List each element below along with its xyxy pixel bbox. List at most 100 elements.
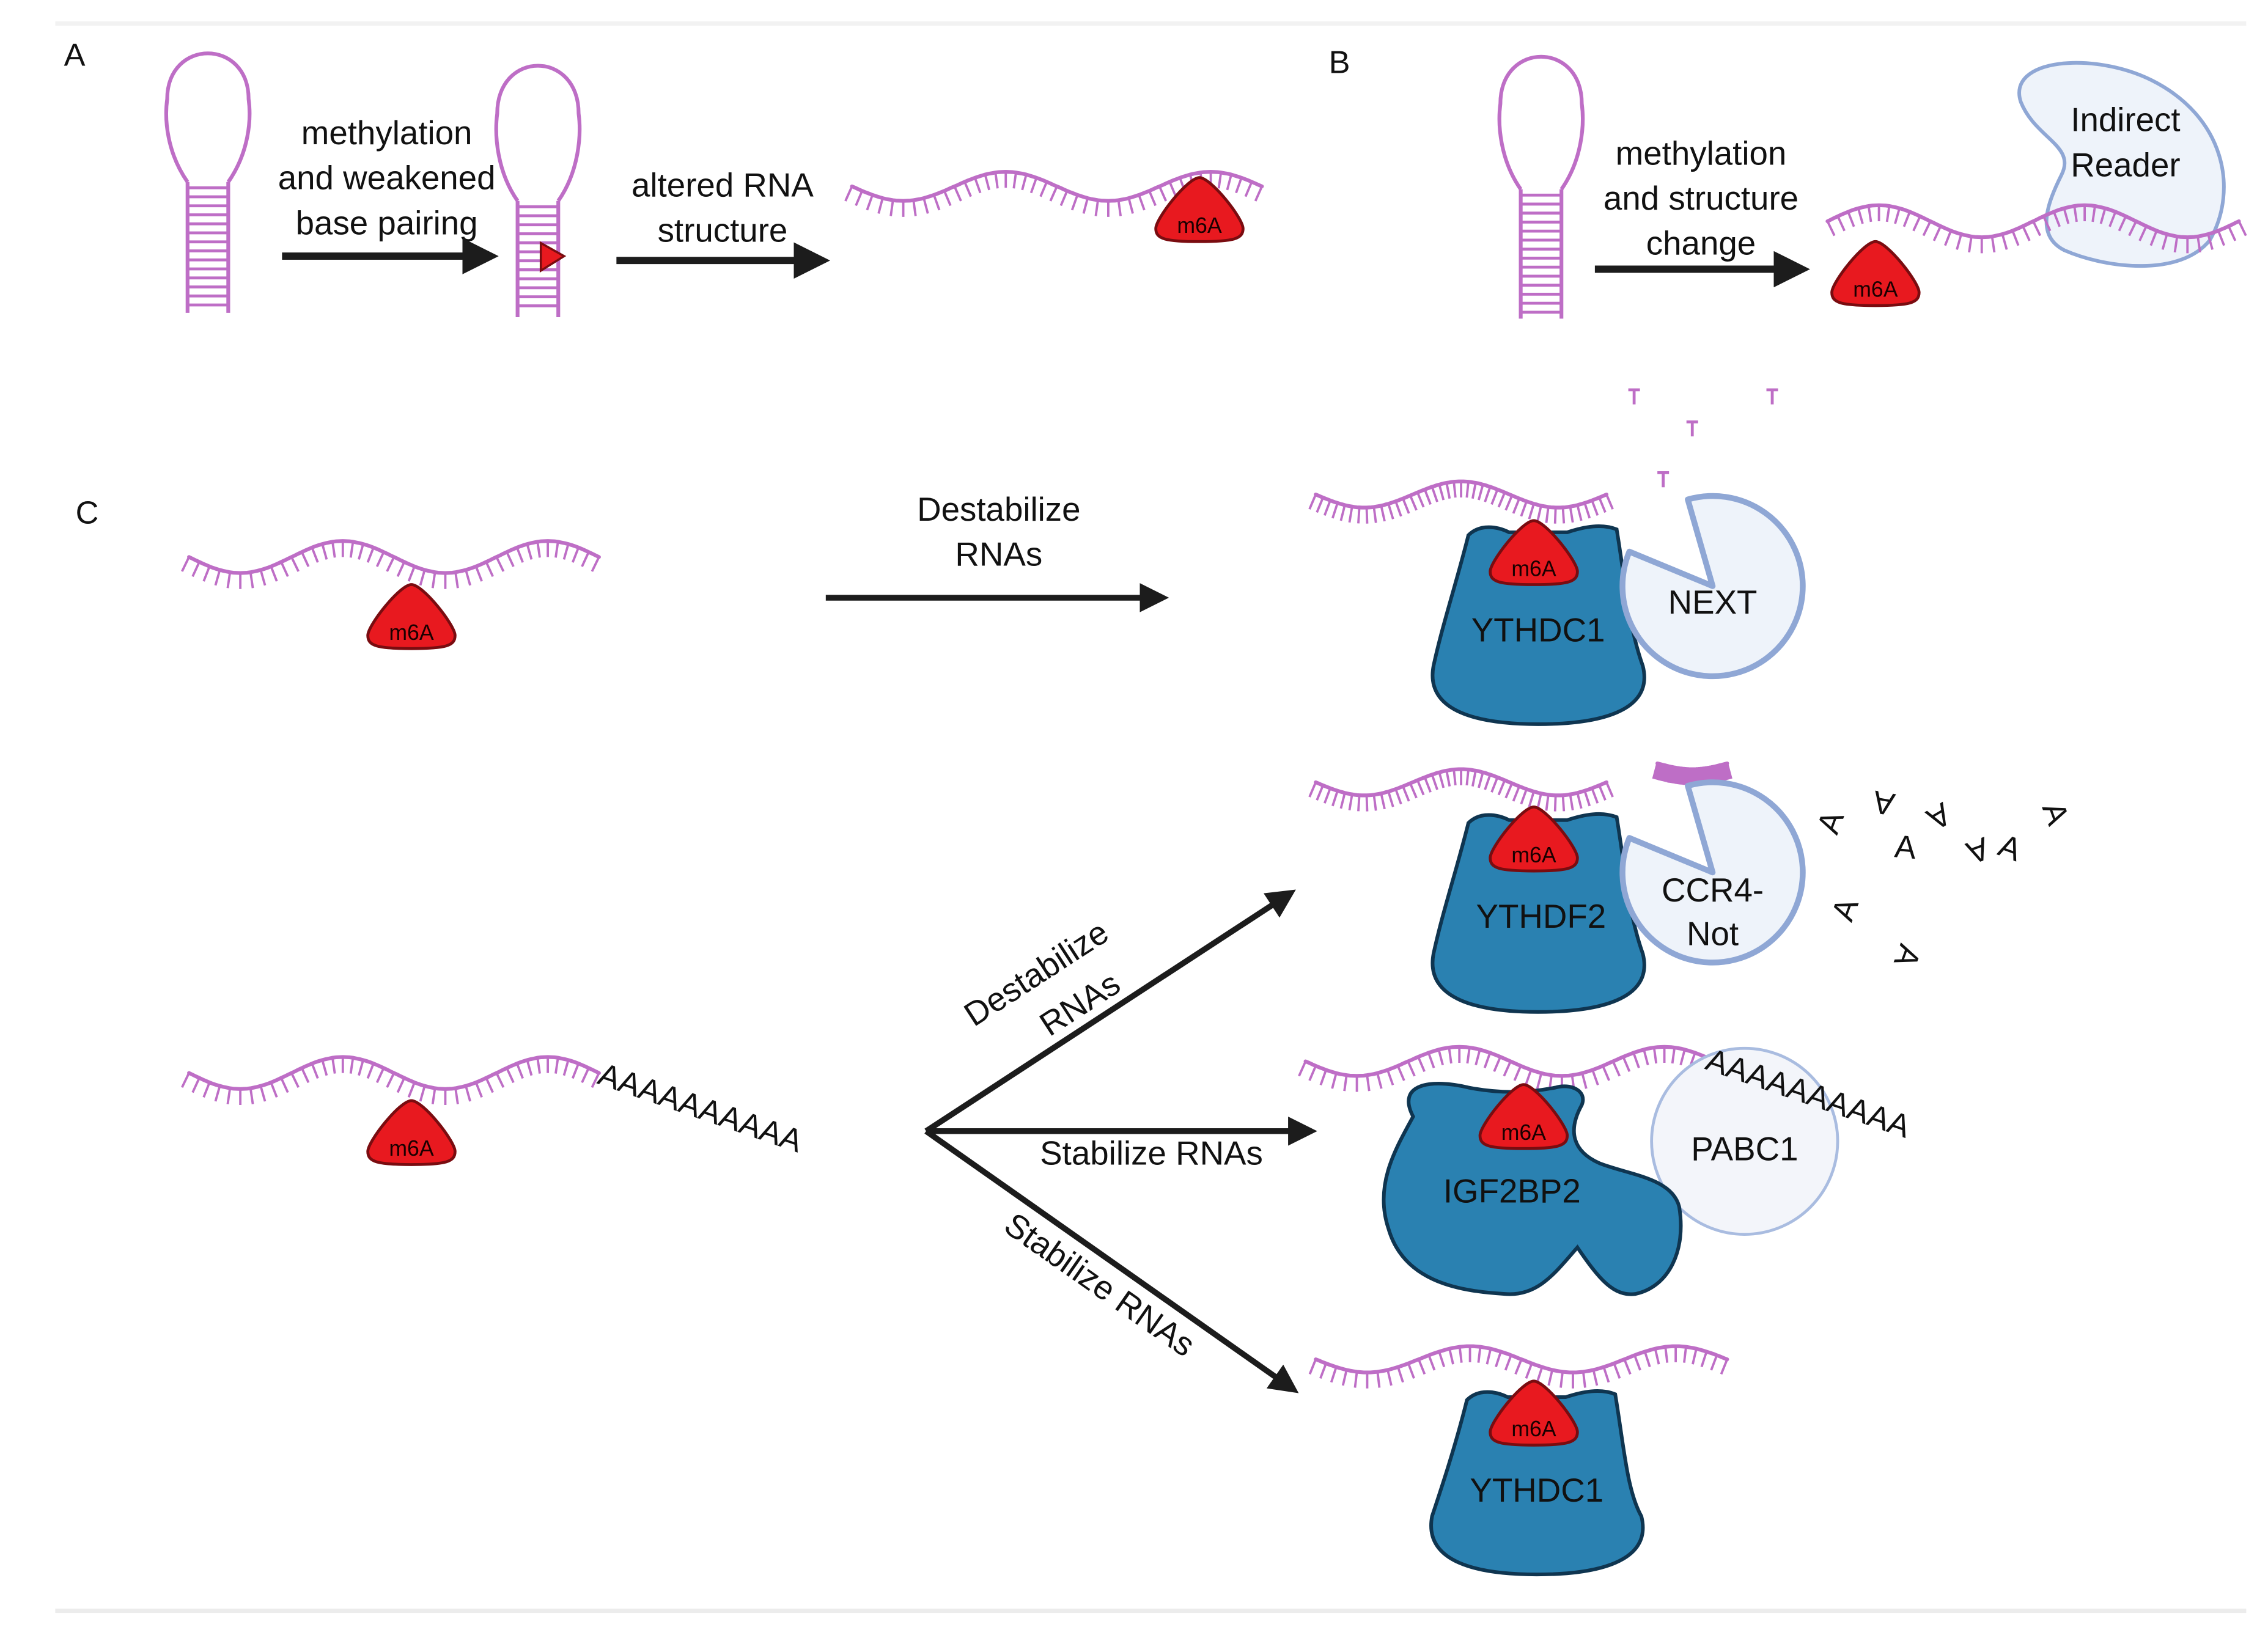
destabilize-label-line-2: RNAs <box>955 535 1042 573</box>
released-adenosine: A <box>1811 806 1851 839</box>
m6a-tag: m6A <box>1154 176 1245 243</box>
stabilized-rna <box>1298 1044 1718 1092</box>
arrow-altered-structure: altered RNA structure <box>616 166 830 279</box>
released-adenosine: A <box>1870 784 1898 822</box>
m6a-tag: m6A <box>1830 240 1921 307</box>
arrow-label-line-1: altered RNA <box>631 166 814 204</box>
rna-backbone <box>850 170 1264 203</box>
panel-b-label: B <box>1329 45 1350 80</box>
poly-a-tail: AAAAAAAAAA <box>594 1057 807 1159</box>
released-adenosine: A <box>1887 940 1927 972</box>
hairpin-rna-methylated <box>494 64 582 317</box>
m6a-tag-shape <box>1478 1083 1569 1150</box>
pabc1-protein <box>1650 1046 1839 1236</box>
panel-c-label: C <box>76 496 99 531</box>
m6a-tag-label: m6A <box>1853 277 1898 302</box>
m6a-tag: m6A <box>1489 806 1579 873</box>
indirect-reader-label-line-1: Indirect <box>2071 101 2180 139</box>
ccr4-not-label-line-1: CCR4- <box>1662 871 1764 909</box>
arrow-stabilize-ythdc1 <box>924 1128 1299 1393</box>
m6a-tag-label: m6A <box>1511 1417 1556 1441</box>
rna-bases <box>181 541 600 589</box>
hairpin-loop <box>164 51 252 183</box>
m6a-marker-triangle <box>539 241 567 273</box>
rna-bases <box>181 1057 600 1105</box>
base-pairs <box>187 186 229 307</box>
rna-bases <box>1652 763 1732 785</box>
rna-bases <box>1308 769 1614 812</box>
m6a-tag: m6A <box>1489 1379 1579 1447</box>
m6a-tag-shape <box>1154 176 1245 243</box>
pabc1-label: PABC1 <box>1691 1129 1798 1167</box>
m6a-tag-label: m6A <box>1177 213 1222 238</box>
released-adenosine: A <box>1893 829 1918 866</box>
arrow-label-line-1: methylation <box>1616 134 1787 172</box>
protein-shape <box>1429 1389 1645 1577</box>
arrow-label-line-3: change <box>1646 224 1756 262</box>
arrow-label-line-1: methylation <box>301 114 473 152</box>
m6a-tag-shape <box>1830 240 1921 307</box>
degrading-rna <box>1308 479 1614 524</box>
ythdf2-label: YTHDF2 <box>1476 897 1607 935</box>
panel-a: A methylation and weakened base pairing … <box>64 38 1264 317</box>
released-adenosine: A <box>2035 798 2075 830</box>
stabilize-branch-label: Stabilize RNAs <box>1040 1134 1263 1172</box>
hairpin-loop <box>494 64 582 202</box>
ythdc1-label: YTHDC1 <box>1470 1471 1603 1509</box>
complex-shape <box>1619 493 1806 680</box>
rna-fragments <box>1628 388 1778 488</box>
rna-fragment <box>1657 471 1670 488</box>
rna-bases <box>1308 481 1614 524</box>
protein-shape <box>1430 524 1646 726</box>
base-pairs <box>517 205 559 307</box>
protein-shape <box>1430 812 1646 1014</box>
arrow-methylation-weakened: methylation and weakened base pairing <box>278 114 499 274</box>
ythdc1-protein <box>1430 524 1646 726</box>
rna-bases <box>1308 1346 1729 1389</box>
stabilize-branch-label-lower: Stabilize RNAs <box>998 1205 1202 1364</box>
released-adenosine: A <box>1962 830 1994 870</box>
m6a-tag: m6A <box>366 1099 457 1166</box>
m6a-tag-shape <box>366 583 457 650</box>
hairpin-rna <box>1497 54 1585 319</box>
ythdc1-protein <box>1429 1389 1645 1577</box>
arrow-label-line-3: base pairing <box>296 204 478 241</box>
indirect-reader-shape <box>2017 61 2226 268</box>
released-adenosine: A <box>1994 828 2026 868</box>
released-adenosine: A <box>1921 795 1957 837</box>
panel-a-label: A <box>64 38 86 73</box>
ccr4-not-complex <box>1619 779 1806 966</box>
next-complex <box>1619 493 1806 680</box>
m6a-tag-label: m6A <box>389 620 434 645</box>
rna-fragment <box>1766 388 1778 405</box>
next-label: NEXT <box>1668 583 1758 621</box>
m6a-tag-shape <box>1489 806 1579 873</box>
m6a-tag-label: m6A <box>1511 843 1556 867</box>
arrow-methylation-structure-change: methylation and structure change <box>1594 134 1810 288</box>
rna-fragment <box>1652 761 1732 785</box>
rna-fragment <box>1628 388 1640 405</box>
ccr4-not-label-line-2: Not <box>1687 914 1739 952</box>
arrow-label-line-2: and structure <box>1603 179 1799 217</box>
complex-shape <box>1619 779 1806 966</box>
panel-b: methylation and structure change m6A B In… <box>1329 45 2247 319</box>
hairpin-rna-unmethylated <box>164 51 252 313</box>
base-pairs <box>1520 193 1562 314</box>
m6a-tag-label: m6A <box>389 1136 434 1161</box>
m6a-tag-shape <box>366 1099 457 1166</box>
arrow-label-line-2: and weakened <box>278 159 496 197</box>
rna-bases <box>844 172 1264 217</box>
m6a-tag-shape <box>1489 519 1579 586</box>
m6a-tag: m6A <box>366 583 457 650</box>
ythdc1-label: YTHDC1 <box>1471 611 1605 648</box>
igf2bp2-label: IGF2BP2 <box>1443 1172 1581 1210</box>
indirect-reader-label-line-2: Reader <box>2071 145 2180 183</box>
rna-fragment <box>1686 420 1698 436</box>
m6a-tag-label: m6A <box>1511 556 1556 581</box>
ythdf2-protein <box>1430 812 1646 1014</box>
linear-rna <box>844 170 1264 217</box>
m6a-tag-label: m6A <box>1501 1120 1547 1145</box>
